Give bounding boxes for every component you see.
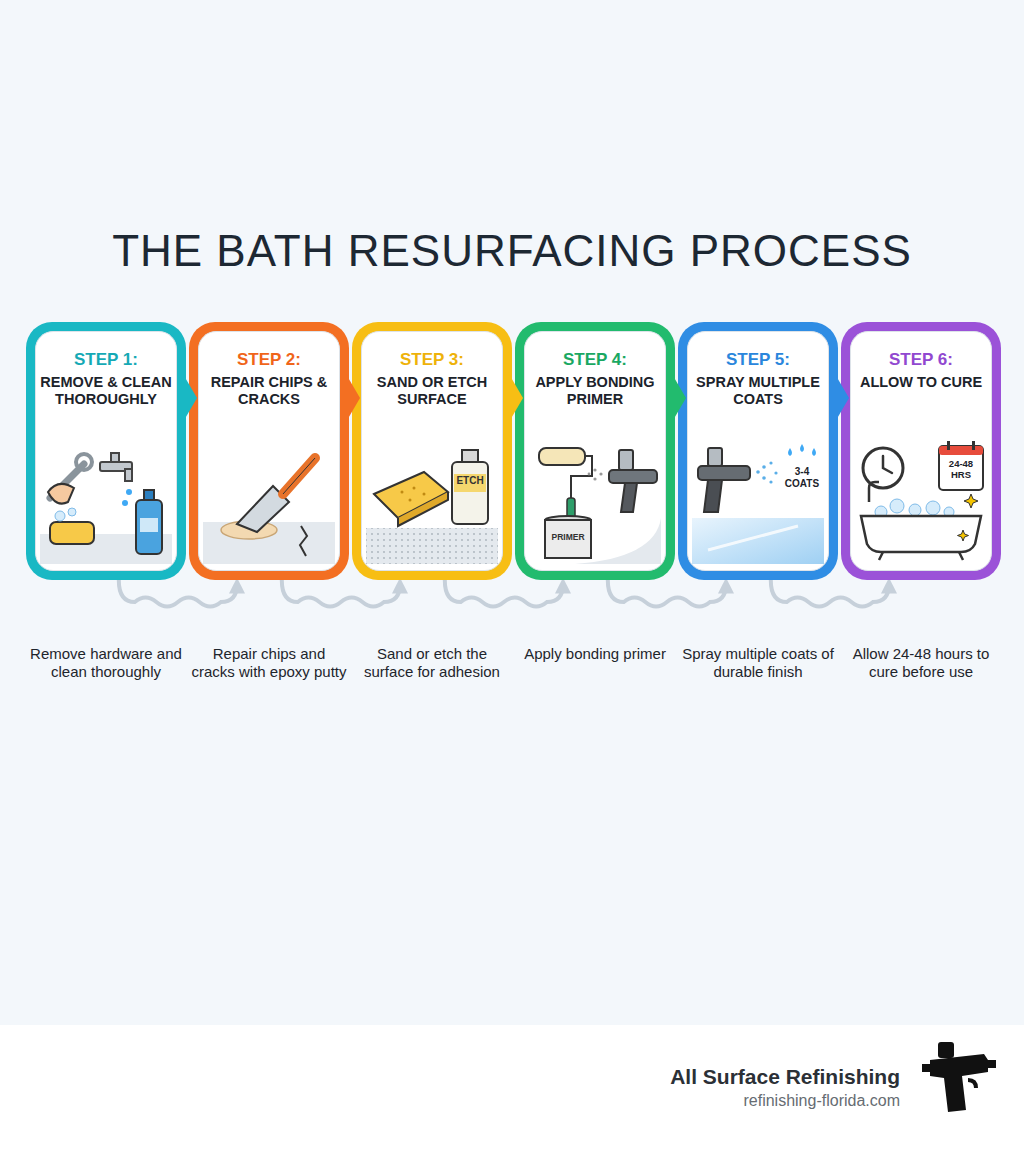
wavy-arrow [119, 580, 237, 607]
step-card: STEP 2: REPAIR CHIPS & CRACKS [189, 322, 349, 580]
chevron-point [509, 374, 525, 422]
step-number: STEP 6: [855, 350, 987, 370]
step-caption: Spray multiple coats of durable finish [680, 645, 836, 681]
spray-gun-logo [918, 1036, 1002, 1116]
step-card: STEP 1: REMOVE & CLEAN THOROUGHLY [26, 322, 186, 580]
step-title: SPRAY MULTIPLE COATS [692, 374, 824, 408]
step-number: STEP 1: [40, 350, 172, 370]
chevron-point [346, 374, 362, 422]
step-card: STEP 3: SAND OR ETCH SURFACE ETCH [352, 322, 512, 580]
company-name: All Surface Refinishing [480, 1064, 900, 1089]
step-caption: Allow 24-48 hours to cure before use [843, 645, 999, 681]
chevron-point [183, 374, 199, 422]
step-card: STEP 6: ALLOW TO CURE 24-48 HRS [841, 322, 1001, 580]
step-caption: Remove hardware and clean thoroughly [28, 645, 184, 681]
calendar-label: 24-48 HRS [940, 458, 982, 481]
chevron-point [835, 374, 851, 422]
step-caption: Sand or etch the surface for adhesion [354, 645, 510, 681]
company-url: refinishing-florida.com [480, 1091, 900, 1110]
coats-label: 3-4 COATS [782, 466, 822, 490]
diagram-title: THE BATH RESURFACING PROCESS [0, 226, 1024, 276]
step-card: STEP 4: APPLY BONDING PRIMER PRIMER [515, 322, 675, 580]
wavy-arrow [282, 580, 400, 607]
step-caption: Repair chips and cracks with epoxy putty [191, 645, 347, 681]
can-label: PRIMER [546, 532, 590, 542]
wavy-arrow [771, 580, 889, 607]
step-number: STEP 4: [529, 350, 661, 370]
step-card: STEP 5: SPRAY MULTIPLE COATS 3-4 COATS [678, 322, 838, 580]
step-title: ALLOW TO CURE [855, 374, 987, 391]
step-title: SAND OR ETCH SURFACE [366, 374, 498, 408]
step-title: REMOVE & CLEAN THOROUGHLY [40, 374, 172, 408]
step-title: REPAIR CHIPS & CRACKS [203, 374, 335, 408]
step-number: STEP 3: [366, 350, 498, 370]
step-title: APPLY BONDING PRIMER [529, 374, 661, 408]
wavy-arrow [445, 580, 563, 607]
footer-band [0, 1025, 1024, 1154]
chevron-point [672, 374, 688, 422]
bottle-label: ETCH [454, 475, 486, 487]
step-number: STEP 5: [692, 350, 824, 370]
step-number: STEP 2: [203, 350, 335, 370]
step-caption: Apply bonding primer [517, 645, 673, 663]
wavy-arrow [608, 580, 726, 607]
